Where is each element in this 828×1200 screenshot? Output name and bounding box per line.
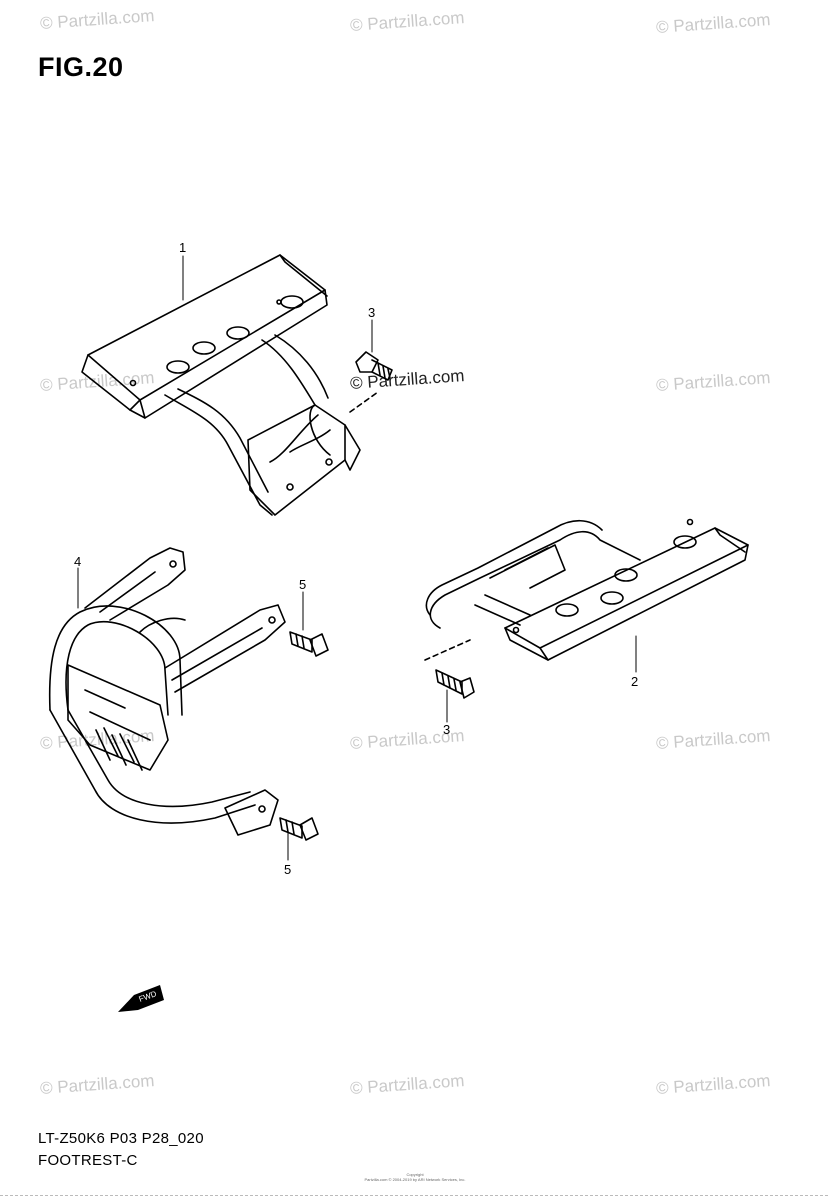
callout-4: 4 <box>74 554 82 569</box>
callout-2: 2 <box>631 674 639 689</box>
fine-print-line2: Partzilla.com © 2004-2019 by ARI Network… <box>364 1177 466 1182</box>
bolt-5-lower <box>279 817 319 841</box>
bolt-3-lower <box>435 669 475 699</box>
bottom-dashed-border <box>0 1195 828 1196</box>
part-4-guard <box>48 547 286 836</box>
bolt-3-upper <box>355 351 393 381</box>
section-name: FOOTREST-C <box>38 1152 138 1169</box>
callout-5b: 5 <box>284 862 292 877</box>
model-code: LT-Z50K6 P03 P28_020 <box>38 1130 204 1147</box>
callout-1: 1 <box>179 240 187 255</box>
fine-print-line1: Copyright <box>406 1172 424 1177</box>
callout-3a: 3 <box>368 305 376 320</box>
part-1-footrest-upper <box>81 254 361 516</box>
fine-print: Copyright Partzilla.com © 2004-2019 by A… <box>330 1172 500 1182</box>
callout-3b: 3 <box>443 722 451 737</box>
figure-title: FIG.20 <box>38 52 124 82</box>
part-2-footrest-lower <box>425 518 749 661</box>
bolt-5-upper <box>289 631 329 657</box>
fwd-arrow-icon: FWD <box>118 985 164 1012</box>
callout-5a: 5 <box>299 577 307 592</box>
